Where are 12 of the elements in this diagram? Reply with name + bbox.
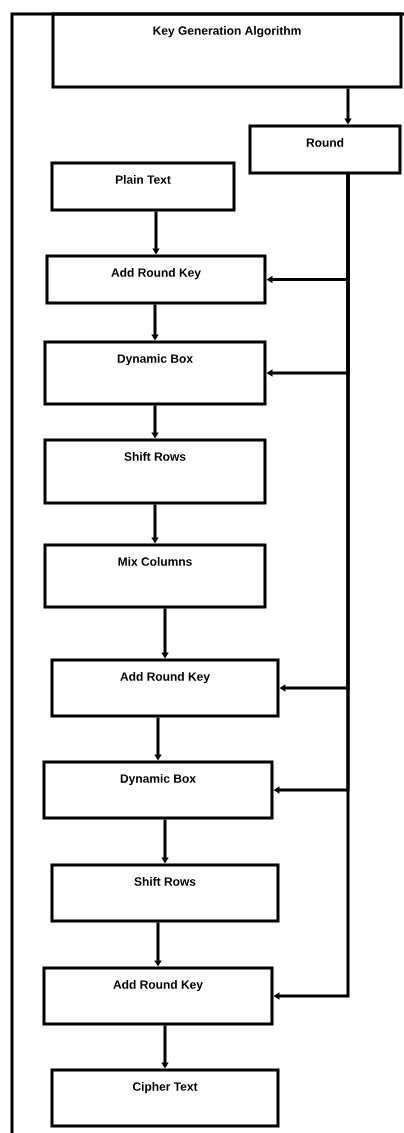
process-box: Dynamic Box — [42, 760, 274, 820]
process-box: Key Generation Algorithm — [51, 12, 403, 89]
process-box: Dynamic Box — [43, 340, 267, 406]
process-box: Shift Rows — [43, 438, 267, 505]
process-box: Add Round Key — [45, 254, 267, 305]
process-box: Cipher Text — [50, 1068, 280, 1128]
process-box: Shift Rows — [50, 863, 280, 923]
process-box: Round — [248, 124, 402, 175]
process-box: Mix Columns — [43, 543, 267, 609]
process-box: Add Round Key — [42, 966, 274, 1026]
process-box: Add Round Key — [50, 658, 280, 718]
process-box: Plain Text — [50, 161, 236, 212]
